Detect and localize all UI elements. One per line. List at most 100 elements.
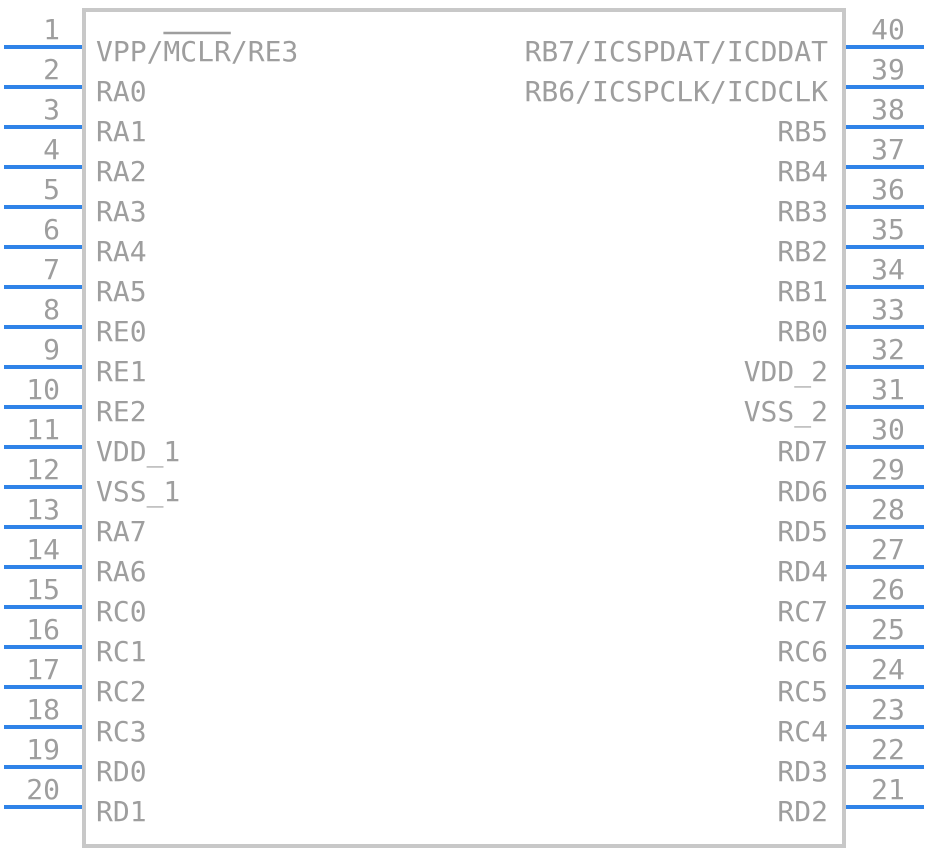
pin-label: RA4 xyxy=(96,235,147,268)
pin-label: RC4 xyxy=(777,715,828,748)
pin-label: RD0 xyxy=(96,755,147,788)
pin-label: RD7 xyxy=(777,435,828,468)
pin-number: 24 xyxy=(871,653,905,686)
pin-label: RC7 xyxy=(777,595,828,628)
pin-number: 36 xyxy=(871,173,905,206)
pin-label: RD3 xyxy=(777,755,828,788)
pin-label: RD1 xyxy=(96,795,147,828)
pin-number: 16 xyxy=(26,613,60,646)
pin-number: 34 xyxy=(871,253,905,286)
pin-label: RB6/ICSPCLK/ICDCLK xyxy=(525,75,829,108)
pin-label: RC5 xyxy=(777,675,828,708)
pin-number: 3 xyxy=(43,93,60,126)
pin-label: RA5 xyxy=(96,275,147,308)
pin-label: VDD_1 xyxy=(96,435,180,469)
pin-number: 20 xyxy=(26,773,60,806)
pin-label: RC2 xyxy=(96,675,147,708)
pin-number: 18 xyxy=(26,693,60,726)
pin-number: 22 xyxy=(871,733,905,766)
pin-label: RA0 xyxy=(96,75,147,108)
pin-label: VDD_2 xyxy=(744,355,828,389)
pin-number: 10 xyxy=(26,373,60,406)
pin-label: RB0 xyxy=(777,315,828,348)
pin-label: RA6 xyxy=(96,555,147,588)
pin-number: 12 xyxy=(26,453,60,486)
pin-number: 32 xyxy=(871,333,905,366)
pin-label: RE0 xyxy=(96,315,147,348)
pin-label: RA1 xyxy=(96,115,147,148)
pin-label: RC6 xyxy=(777,635,828,668)
pin-number: 37 xyxy=(871,133,905,166)
pin-number: 27 xyxy=(871,533,905,566)
pin-label: VSS_1 xyxy=(96,475,180,509)
pin-number: 21 xyxy=(871,773,905,806)
pin-label: RD4 xyxy=(777,555,828,588)
pin-label: RB2 xyxy=(777,235,828,268)
pin-number: 13 xyxy=(26,493,60,526)
pin-label: RC1 xyxy=(96,635,147,668)
pin-label: RD2 xyxy=(777,795,828,828)
pin-number: 14 xyxy=(26,533,60,566)
pin-number: 17 xyxy=(26,653,60,686)
pin-number: 25 xyxy=(871,613,905,646)
pin-label: RB4 xyxy=(777,155,828,188)
pin-number: 35 xyxy=(871,213,905,246)
pin-number: 26 xyxy=(871,573,905,606)
pin-label: RA3 xyxy=(96,195,147,228)
pin-number: 29 xyxy=(871,453,905,486)
pin-number: 40 xyxy=(871,13,905,46)
pin-number: 28 xyxy=(871,493,905,526)
pin-label: RC0 xyxy=(96,595,147,628)
pin-number: 39 xyxy=(871,53,905,86)
pin-number: 31 xyxy=(871,373,905,406)
pin-number: 2 xyxy=(43,53,60,86)
pin-number: 33 xyxy=(871,293,905,326)
pin-label: RB3 xyxy=(777,195,828,228)
pin-number: 7 xyxy=(43,253,60,286)
pin-label: VPP/MCLR/RE3 xyxy=(96,35,298,68)
pin-number: 23 xyxy=(871,693,905,726)
pin-label: RE1 xyxy=(96,355,147,388)
pin-number: 4 xyxy=(43,133,60,166)
pin-label: RD6 xyxy=(777,475,828,508)
pin-number: 1 xyxy=(43,13,60,46)
pin-label: VSS_2 xyxy=(744,395,828,429)
pin-label: RA7 xyxy=(96,515,147,548)
pin-number: 6 xyxy=(43,213,60,246)
